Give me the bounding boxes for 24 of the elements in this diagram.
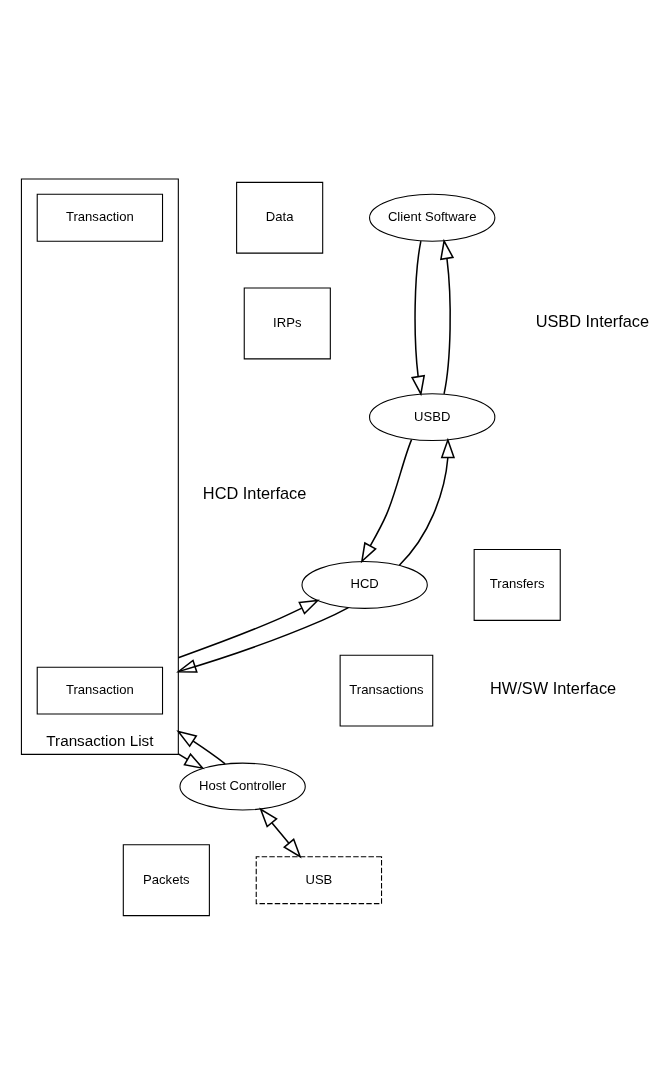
node-box: Transactions	[339, 654, 434, 727]
label: USBD Interface	[535, 312, 650, 331]
arrow	[410, 240, 426, 397]
node-box: Transaction	[36, 666, 164, 715]
node-ellipse: HCD	[301, 560, 428, 609]
arrow	[177, 752, 205, 770]
node-ellipse: USBD	[369, 393, 496, 442]
node-box: Transaction	[36, 193, 164, 242]
label: HW/SW Interface	[490, 679, 617, 698]
node-box: USB	[255, 856, 383, 905]
arrow	[360, 438, 413, 564]
arrow	[398, 437, 456, 566]
node-ellipse: Host Controller	[179, 762, 306, 811]
arrow	[259, 807, 302, 859]
node-box: Data	[236, 181, 324, 254]
node-ellipse: Client Software	[369, 193, 496, 242]
arrow	[176, 730, 226, 765]
arrow	[439, 238, 455, 395]
node-box: Transfers	[473, 549, 561, 621]
arrow	[176, 606, 350, 673]
arrow	[177, 599, 320, 659]
node-box: IRPs	[243, 287, 331, 360]
node-box: Packets	[122, 844, 210, 917]
label: HCD Interface	[202, 483, 307, 502]
